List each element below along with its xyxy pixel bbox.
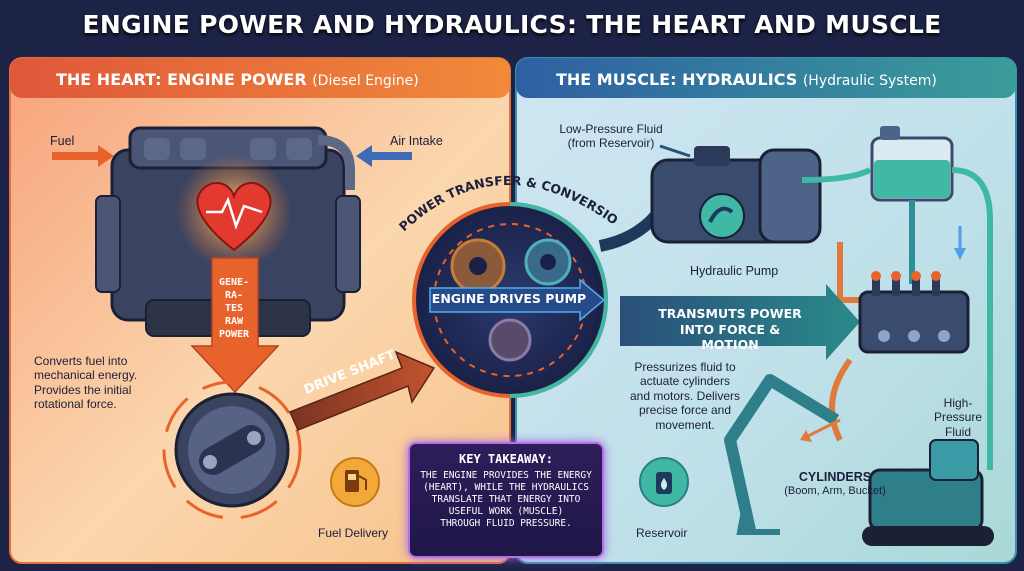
cylinders-sub: (Boom, Arm, Bucket) [784, 485, 886, 497]
takeaway-line: (HEART), WHILE THE HYDRAULICS [423, 481, 589, 493]
takeaway-line: THROUGH FLUID PRESSURE. [440, 517, 572, 529]
excavator-icon [724, 374, 994, 546]
low-pressure-label: Low-Pressure Fluid (from Reservoir) [546, 122, 676, 151]
hydraulic-desc-line: precise force and [638, 403, 732, 418]
fuel-pump-icon [330, 457, 380, 507]
key-takeaway-body: THE ENGINE PROVIDES THE ENERGY (HEART), … [418, 470, 594, 529]
high-pressure-label: High- Pressure Fluid [926, 396, 990, 439]
muscle-heading-sub: (Hydraulic System) [802, 73, 937, 89]
engine-desc-line: Converts fuel into [34, 354, 128, 368]
key-takeaway-heading: KEY TAKEAWAY: [459, 452, 553, 466]
high-pressure-line: High- [943, 396, 973, 410]
crankshaft-icon [162, 380, 302, 520]
engine-drives-pump-label: ENGINE DRIVES PUMP [431, 291, 587, 306]
air-intake-label: Air Intake [390, 134, 443, 148]
engine-desc-line: rotational force. [34, 397, 117, 412]
reservoir-icon [639, 457, 689, 507]
fuel-label: Fuel [50, 134, 75, 148]
fuel-delivery-label: Fuel Delivery [318, 526, 389, 540]
engine-desc-line: mechanical energy. [34, 368, 138, 383]
cylinders-title: CYLINDERS [798, 470, 872, 484]
generates-arrow [190, 257, 280, 394]
low-pressure-line: (from Reservoir) [567, 136, 655, 151]
hydraulic-desc-line: movement. [655, 417, 715, 432]
drive-shaft-arrow [288, 350, 436, 431]
takeaway-line: USEFUL WORK (MUSCLE) [448, 505, 564, 517]
heart-heading: THE HEART: ENGINE POWER [56, 70, 307, 89]
valve-bank-icon [858, 271, 970, 354]
pump-arrow [429, 278, 606, 322]
generates-line: TES [224, 303, 244, 314]
engine-desc-line: Provides the initial [34, 382, 132, 397]
fuel-arrow [52, 145, 114, 167]
takeaway-line: THE ENGINE PROVIDES THE ENERGY [420, 470, 592, 481]
high-pressure-line: Pressure [933, 410, 983, 425]
hydraulic-description: Pressurizes fluid to actuate cylinders a… [610, 360, 760, 432]
generates-line: POWER [218, 329, 250, 340]
reservoir-label: Reservoir [636, 526, 688, 540]
right-panel-header [516, 58, 1016, 98]
left-panel-heading: THE HEART: ENGINE POWER (Diesel Engine) [56, 70, 419, 89]
muscle-heading: THE MUSCLE: HYDRAULICS [556, 70, 798, 89]
hydraulic-desc-line: and motors. Delivers [629, 388, 741, 403]
cylinders-label: CYLINDERS (Boom, Arm, Bucket) [770, 470, 900, 498]
tank-icon [870, 126, 954, 202]
air-intake-arrow [356, 145, 412, 167]
transmit-arrow [620, 284, 860, 360]
generates-raw-power-label: GENE- RA- TES RAW POWER [206, 276, 262, 341]
generates-line: GENE- [218, 277, 250, 288]
generates-line: RAW [224, 316, 244, 327]
high-pressure-line: Fluid [944, 424, 971, 439]
transmit-line: INTO FORCE & MOTION [679, 321, 781, 353]
left-panel-header [10, 58, 510, 98]
heart-heading-sub: (Diesel Engine) [312, 73, 419, 89]
key-takeaway-box: KEY TAKEAWAY: THE ENGINE PROVIDES THE EN… [408, 442, 604, 558]
low-pressure-line: Low-Pressure Fluid [559, 122, 663, 136]
transmit-line: TRANSMUTS POWER [658, 306, 802, 321]
transmits-power-label: TRANSMUTS POWER INTO FORCE & MOTION [650, 306, 810, 353]
hydraulic-desc-line: Pressurizes fluid to [634, 360, 736, 374]
page-title: ENGINE POWER AND HYDRAULICS: THE HEART A… [82, 10, 942, 39]
heartbeat-icon [206, 196, 263, 230]
hydraulic-desc-line: actuate cylinders [639, 374, 731, 389]
generates-line: RA- [224, 290, 244, 301]
engine-description: Converts fuel into mechanical energy. Pr… [34, 354, 137, 412]
takeaway-line: TRANSLATE THAT ENERGY INTO [431, 493, 581, 505]
hydraulic-pump-icon [598, 146, 822, 252]
right-panel-heading: THE MUSCLE: HYDRAULICS (Hydraulic System… [556, 70, 937, 89]
hydraulic-pump-label: Hydraulic Pump [690, 264, 779, 278]
